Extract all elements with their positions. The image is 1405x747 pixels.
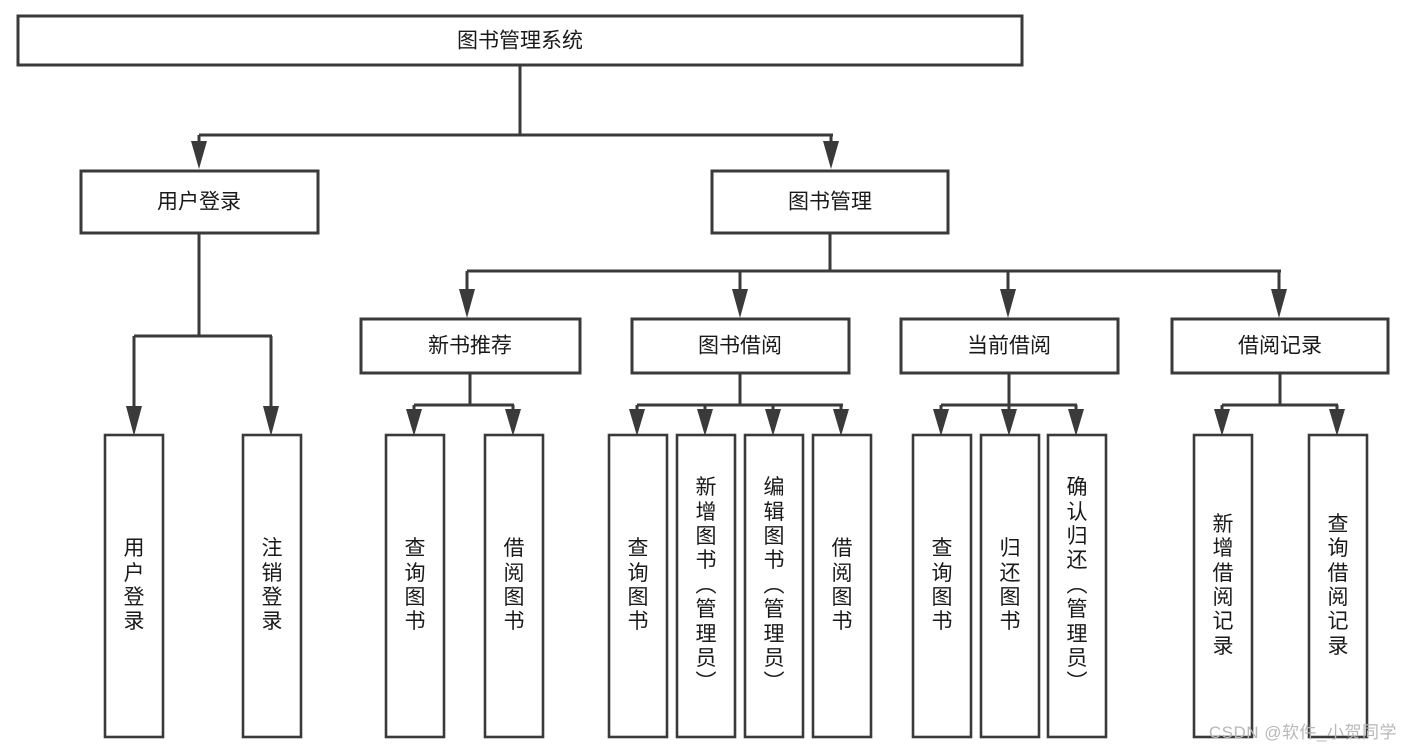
leaf-box-br-query[interactable]	[1307, 433, 1369, 739]
connector-borrow-record-to-leaves	[1214, 373, 1345, 436]
node-current-borrow[interactable]: 当前借阅	[899, 317, 1120, 375]
root-box[interactable]	[16, 14, 1024, 67]
borrow-record-label: 借阅记录	[1238, 335, 1322, 358]
leaf-box-cb-return[interactable]	[979, 433, 1041, 739]
root-label: 图书管理系统	[457, 30, 583, 53]
leaf-box-logout[interactable]	[241, 433, 303, 739]
arrow-cb-return	[1001, 409, 1017, 436]
arrow-cb-confirm	[1068, 409, 1084, 436]
arrow-user-login	[191, 141, 207, 169]
leaf-box-bb-query[interactable]	[607, 433, 669, 739]
leaf-box-bb-add[interactable]	[675, 433, 737, 739]
book-borrow-label: 图书借阅	[698, 335, 782, 358]
arrow-nb-borrow	[505, 409, 521, 436]
user-login-label: 用户登录	[157, 191, 241, 214]
arrow-br-query	[1329, 409, 1345, 436]
arrow-nb-query	[406, 409, 422, 436]
connector-new-book-to-leaves	[406, 373, 521, 436]
leaf-box-nb-borrow[interactable]	[483, 433, 545, 739]
arrow-leaf-logout	[263, 406, 279, 436]
connector-book-manage-to-level3	[459, 233, 1287, 318]
book-manage-label: 图书管理	[788, 191, 872, 214]
node-user-login[interactable]: 用户登录	[79, 169, 320, 235]
current-borrow-box[interactable]	[899, 317, 1120, 375]
borrow-record-box[interactable]	[1170, 317, 1390, 375]
leaf-box-bb-edit[interactable]	[743, 433, 805, 739]
arrow-bb-add	[697, 409, 713, 436]
new-book-recommend-box[interactable]	[359, 317, 582, 375]
arrow-cb-query	[933, 409, 949, 436]
arrow-current-borrow	[1000, 289, 1016, 318]
leaf-box-br-add[interactable]	[1192, 433, 1254, 739]
leaf-box-cb-query[interactable]	[911, 433, 973, 739]
new-book-recommend-label: 新书推荐	[428, 335, 512, 358]
arrow-leaf-user-login	[126, 406, 142, 436]
connector-user-login-to-leaves	[126, 233, 279, 436]
arrow-new-book	[459, 289, 475, 318]
connector-root-to-level2	[191, 65, 839, 169]
leaf-box-user-login[interactable]	[103, 433, 165, 739]
leaf-box-nb-query[interactable]	[384, 433, 446, 739]
connector-book-borrow-to-leaves	[629, 373, 849, 436]
arrow-bb-edit	[765, 409, 781, 436]
connector-current-borrow-to-leaves	[933, 373, 1084, 436]
leaf-box-cb-confirm[interactable]	[1046, 433, 1108, 739]
current-borrow-label: 当前借阅	[967, 335, 1051, 358]
arrow-book-borrow	[732, 289, 748, 318]
arrow-bb-query	[629, 409, 645, 436]
arrow-bb-borrow	[833, 409, 849, 436]
node-book-manage[interactable]: 图书管理	[710, 169, 950, 235]
arrow-borrow-record	[1271, 289, 1287, 318]
node-root[interactable]: 图书管理系统	[16, 14, 1024, 67]
arrow-book-manage	[823, 141, 839, 169]
node-new-book-recommend[interactable]: 新书推荐	[359, 317, 582, 375]
node-book-borrow[interactable]: 图书借阅	[630, 317, 851, 375]
leaf-box-bb-borrow[interactable]	[811, 433, 873, 739]
arrow-br-add	[1214, 409, 1230, 436]
book-manage-box[interactable]	[710, 169, 950, 235]
book-borrow-box[interactable]	[630, 317, 851, 375]
node-borrow-record[interactable]: 借阅记录	[1170, 317, 1390, 375]
watermark-text: CSDN @软件_小贺同学	[1208, 723, 1397, 742]
